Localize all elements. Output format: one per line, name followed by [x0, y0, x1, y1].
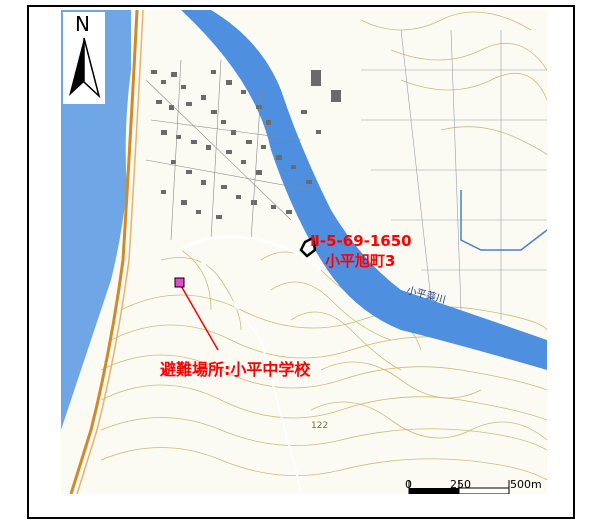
north-arrow-icon	[69, 37, 101, 99]
elevation-label: 122	[311, 421, 328, 431]
site-place-label: 小平旭町3	[325, 252, 396, 270]
shelter-label: 避難場所:小平中学校	[160, 360, 311, 379]
site-id-label: Ⅱ-5-69-1650	[310, 232, 412, 250]
shelter-marker-icon	[174, 277, 185, 288]
sea-area	[61, 10, 131, 430]
field-grid	[361, 29, 547, 320]
scale-bar	[408, 480, 510, 494]
coastal-road	[69, 10, 139, 494]
scale-end-label: 500m	[510, 478, 542, 491]
scale-zero-label: 0	[405, 478, 412, 491]
shelter-leader-line	[179, 283, 219, 351]
river	[181, 10, 547, 370]
scale-mid-label: 250	[450, 478, 471, 491]
topographic-map: 122 小平蘂川	[61, 10, 547, 494]
site-marker-icon	[299, 236, 317, 258]
town-buildings	[151, 70, 341, 219]
north-label: N	[75, 12, 90, 36]
admin-boundary	[460, 190, 547, 251]
map-canvas: 122 小平蘂川	[61, 10, 547, 494]
north-arrow: N	[63, 12, 105, 104]
